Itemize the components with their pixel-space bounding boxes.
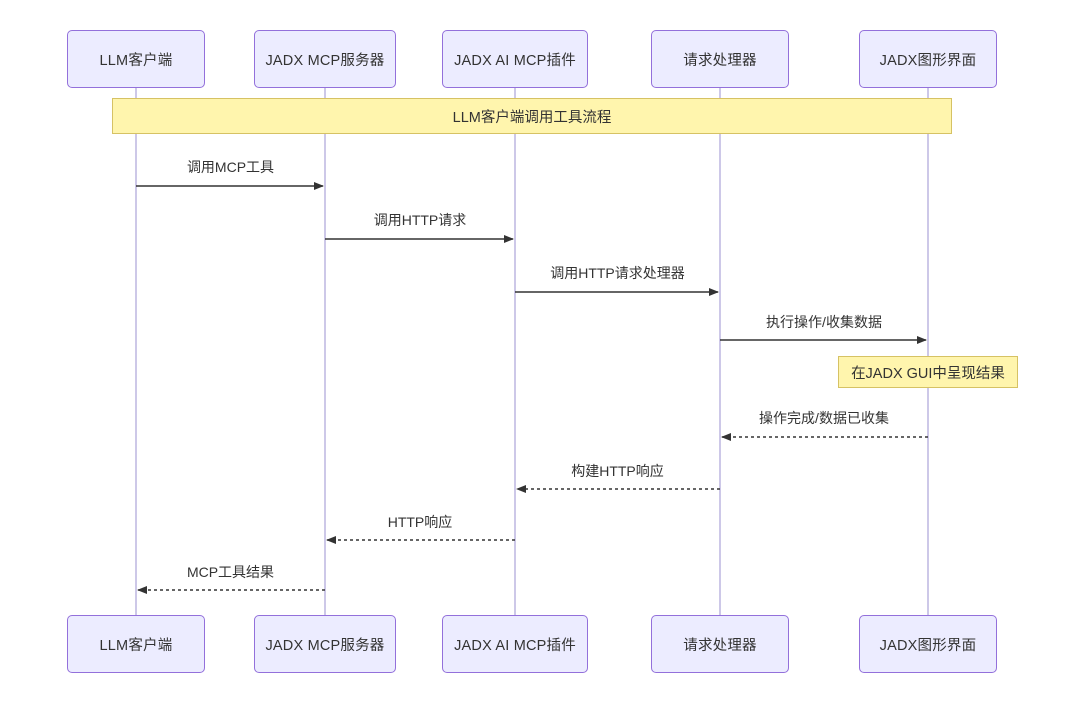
msg-3-label: 调用HTTP请求处理器 <box>550 265 685 281</box>
participant-label: JADX MCP服务器 <box>265 637 385 654</box>
participant-label: 请求处理器 <box>683 637 757 654</box>
participant-label: JADX图形界面 <box>879 637 977 654</box>
participant-bottom-req_handler[interactable]: 请求处理器 <box>651 615 789 673</box>
msg-7-label: HTTP响应 <box>387 514 453 530</box>
participant-top-jadx_gui[interactable]: JADX图形界面 <box>859 30 997 88</box>
participant-label: JADX AI MCP插件 <box>454 637 576 654</box>
msg-8-label: MCP工具结果 <box>186 564 275 580</box>
lifelines-group <box>135 88 929 615</box>
msg-1-label: 调用MCP工具 <box>186 159 275 175</box>
flow-banner-label: LLM客户端调用工具流程 <box>452 109 612 126</box>
participant-bottom-ai_plugin[interactable]: JADX AI MCP插件 <box>442 615 588 673</box>
participant-label: LLM客户端 <box>99 52 173 69</box>
note-render-result: 在JADX GUI中呈现结果 <box>838 356 1018 388</box>
note-label: 在JADX GUI中呈现结果 <box>851 365 1005 382</box>
msg-6-label: 构建HTTP响应 <box>571 463 664 479</box>
participant-label: JADX AI MCP插件 <box>454 52 576 69</box>
participant-top-llm[interactable]: LLM客户端 <box>67 30 205 88</box>
participant-top-ai_plugin[interactable]: JADX AI MCP插件 <box>442 30 588 88</box>
msg-2-label: 调用HTTP请求 <box>373 212 467 228</box>
participant-bottom-llm[interactable]: LLM客户端 <box>67 615 205 673</box>
participant-label: 请求处理器 <box>683 52 757 69</box>
participant-bottom-jadx_gui[interactable]: JADX图形界面 <box>859 615 997 673</box>
message-arrows-group <box>136 182 928 594</box>
participant-label: JADX MCP服务器 <box>265 52 385 69</box>
msg-5-label: 操作完成/数据已收集 <box>759 410 889 426</box>
participant-bottom-mcp_server[interactable]: JADX MCP服务器 <box>254 615 396 673</box>
participant-label: LLM客户端 <box>99 637 173 654</box>
msg-4-label: 执行操作/收集数据 <box>766 314 882 330</box>
participant-label: JADX图形界面 <box>879 52 977 69</box>
participant-top-req_handler[interactable]: 请求处理器 <box>651 30 789 88</box>
participant-top-mcp_server[interactable]: JADX MCP服务器 <box>254 30 396 88</box>
flow-banner: LLM客户端调用工具流程 <box>112 98 952 134</box>
